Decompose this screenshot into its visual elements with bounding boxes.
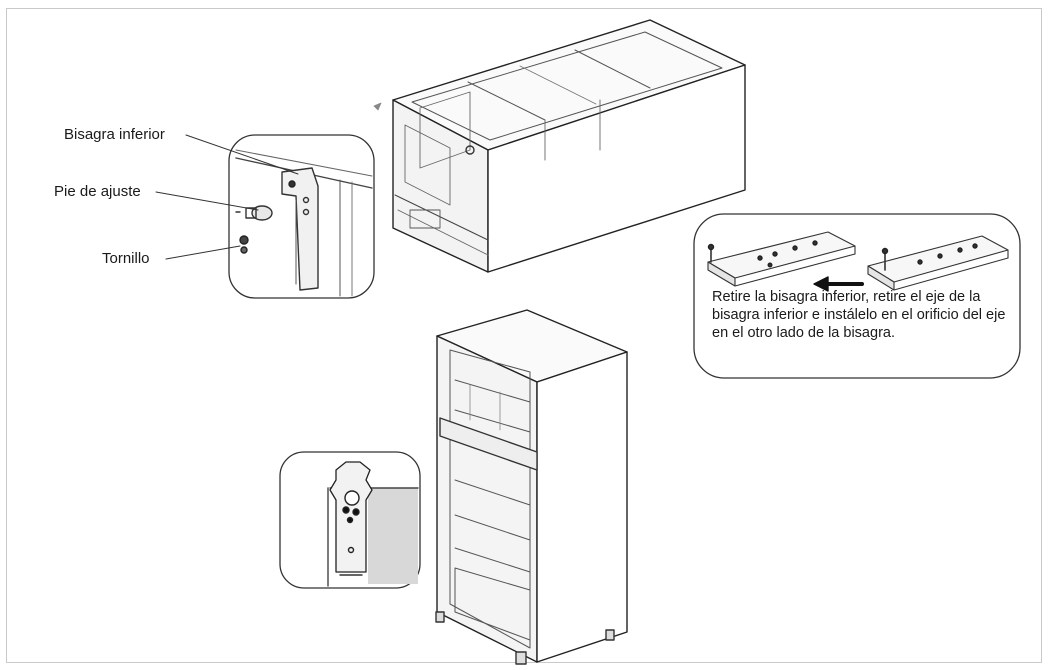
fridge-standing-illustration — [435, 309, 628, 665]
hinge-detail-bubble — [228, 134, 375, 299]
instruction-bubble — [693, 213, 1021, 379]
leader-screw — [165, 245, 241, 260]
hinge-mounted-bubble — [279, 451, 421, 589]
fridge-lying-illustration — [373, 19, 746, 273]
callout-lower-hinge: Bisagra inferior — [64, 126, 165, 143]
leader-adjust-foot — [155, 191, 259, 211]
callout-screw: Tornillo — [102, 250, 150, 267]
instruction-text: Retire la bisagra inferior, retire el ej… — [712, 289, 1006, 341]
callout-leaders — [155, 134, 299, 260]
leader-lower-hinge — [185, 134, 299, 175]
callout-adjust-foot: Pie de ajuste — [54, 183, 141, 200]
